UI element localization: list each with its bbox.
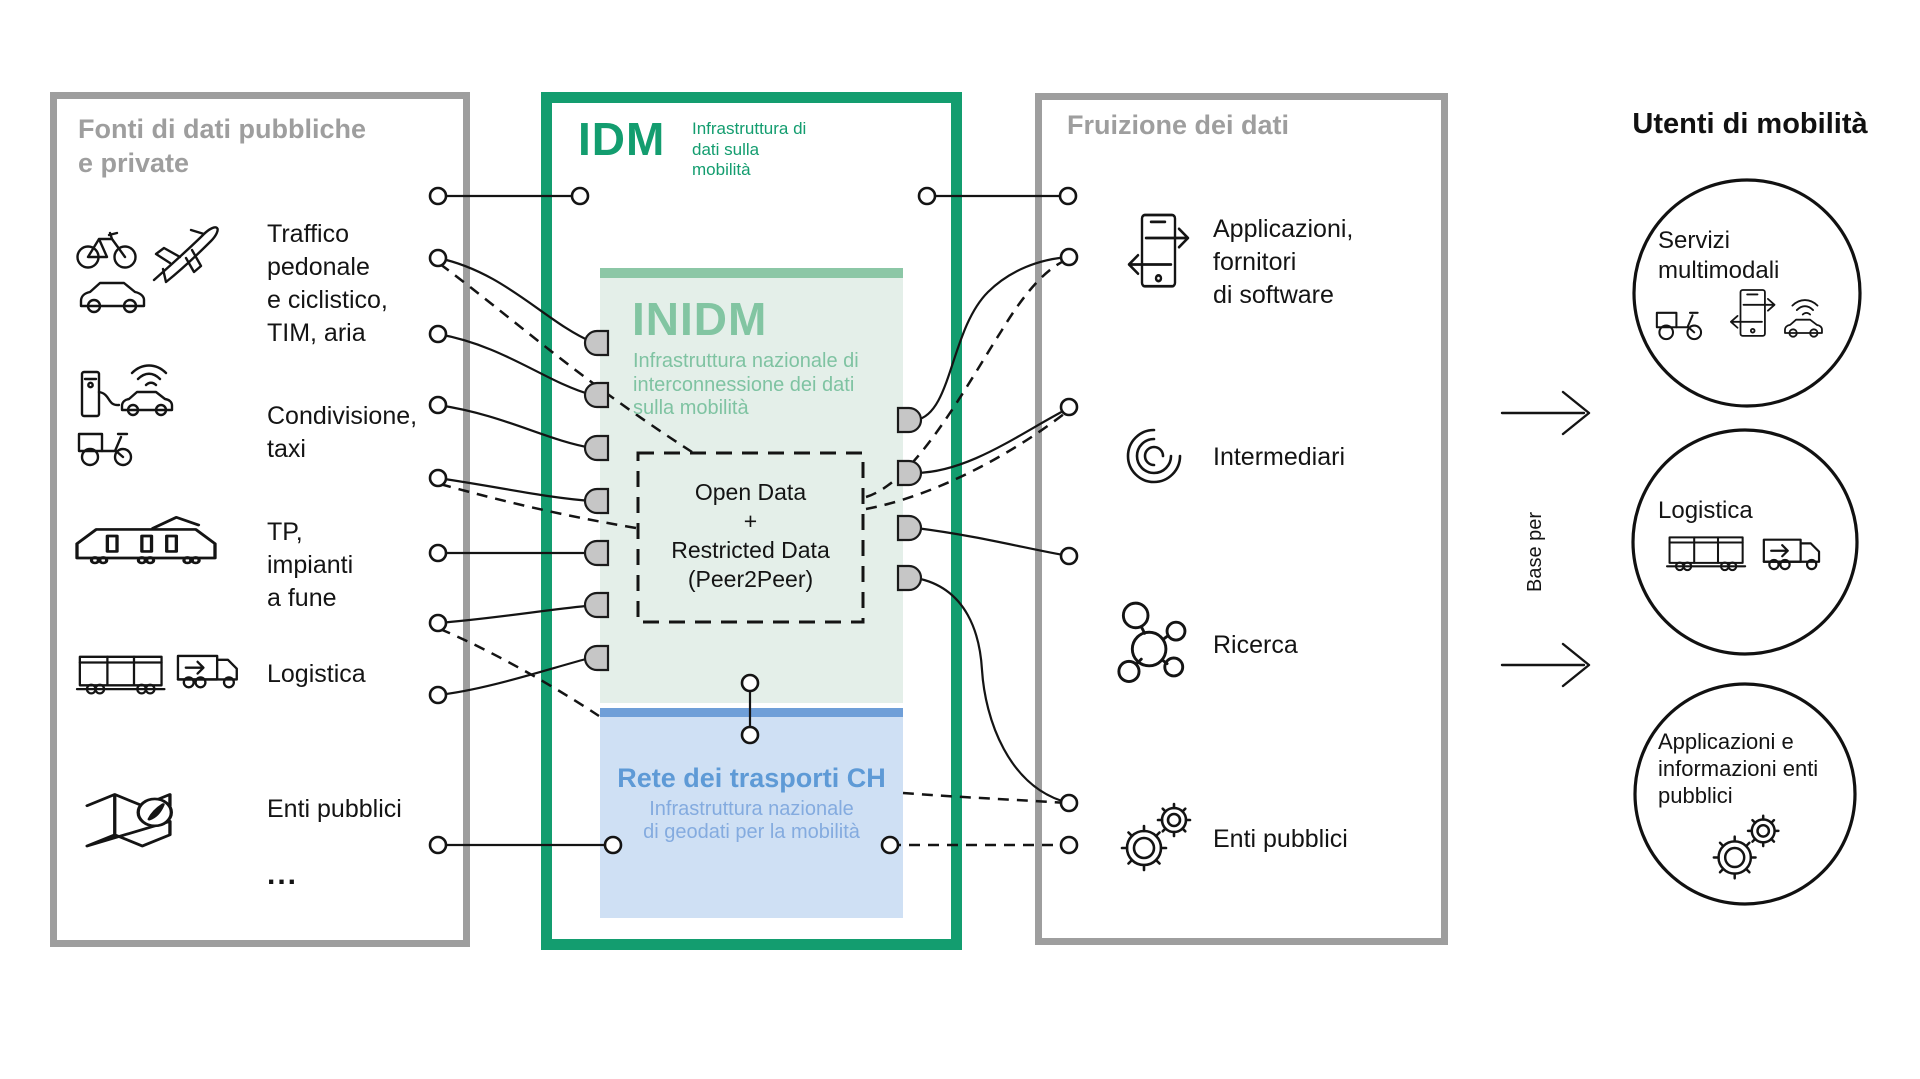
consumer-item-label-applicazioni: Applicazioni, fornitori di software <box>1213 215 1354 309</box>
users-title: Utenti di mobilità <box>1632 108 1868 140</box>
truck-icon <box>1762 538 1821 571</box>
base-per-label: Base per <box>1524 511 1546 592</box>
user-circle-label-applicazioni: Applicazioni e informazioni enti pubblic… <box>1658 729 1819 808</box>
idm-logo-caption: Infrastruttura di dati sulla mobilità <box>692 119 807 179</box>
connected-car-icon <box>1784 299 1823 338</box>
source-item-label-condivisione: Condivisione, taxi <box>267 402 418 463</box>
source-item-label-logistica: Logistica <box>267 660 366 688</box>
inidm-logo: INIDM <box>632 293 768 345</box>
cargo-bike-icon <box>1655 311 1703 341</box>
user-circle-servizi <box>1632 178 1862 408</box>
inidm-subtitle: Infrastruttura nazionale di interconness… <box>633 350 859 419</box>
rete-subtitle: Infrastruttura nazionale di geodati per … <box>643 798 860 843</box>
rete-title: Rete dei trasporti CH <box>617 763 886 793</box>
user-circle-logistica <box>1631 428 1859 656</box>
open-data-label: Open Data + Restricted Data (Peer2Peer) <box>671 479 830 592</box>
arrow-right-icon <box>1500 642 1591 688</box>
arrow-right-icon <box>1500 390 1591 436</box>
source-item-label-more: ... <box>267 858 299 891</box>
consumption-box <box>1035 93 1448 945</box>
consumer-item-label-intermediari: Intermediari <box>1213 443 1345 471</box>
consumption-box-title: Fruizione dei dati <box>1067 110 1290 140</box>
rete-strip <box>600 708 903 717</box>
gears-icon <box>1712 814 1780 880</box>
user-circle-label-logistica: Logistica <box>1658 497 1753 524</box>
sources-box <box>50 92 470 947</box>
source-item-label-tp: TP, impianti a fune <box>267 518 354 612</box>
sources-box-title: Fonti di dati pubbliche e private <box>78 114 366 178</box>
freight-wagon-icon <box>1665 536 1747 572</box>
idm-logo: IDM <box>578 113 666 165</box>
source-item-label-enti: Enti pubblici <box>267 795 402 823</box>
consumer-item-label-ricerca: Ricerca <box>1213 631 1298 659</box>
inidm-strip <box>600 268 903 278</box>
smartphone-arrows-icon <box>1729 289 1776 337</box>
consumer-item-label-enti: Enti pubblici <box>1213 825 1348 853</box>
source-item-label-traffico: Traffico pedonale e ciclistico, TIM, ari… <box>267 220 388 347</box>
user-circle-label-servizi: Servizi multimodali <box>1658 227 1780 284</box>
